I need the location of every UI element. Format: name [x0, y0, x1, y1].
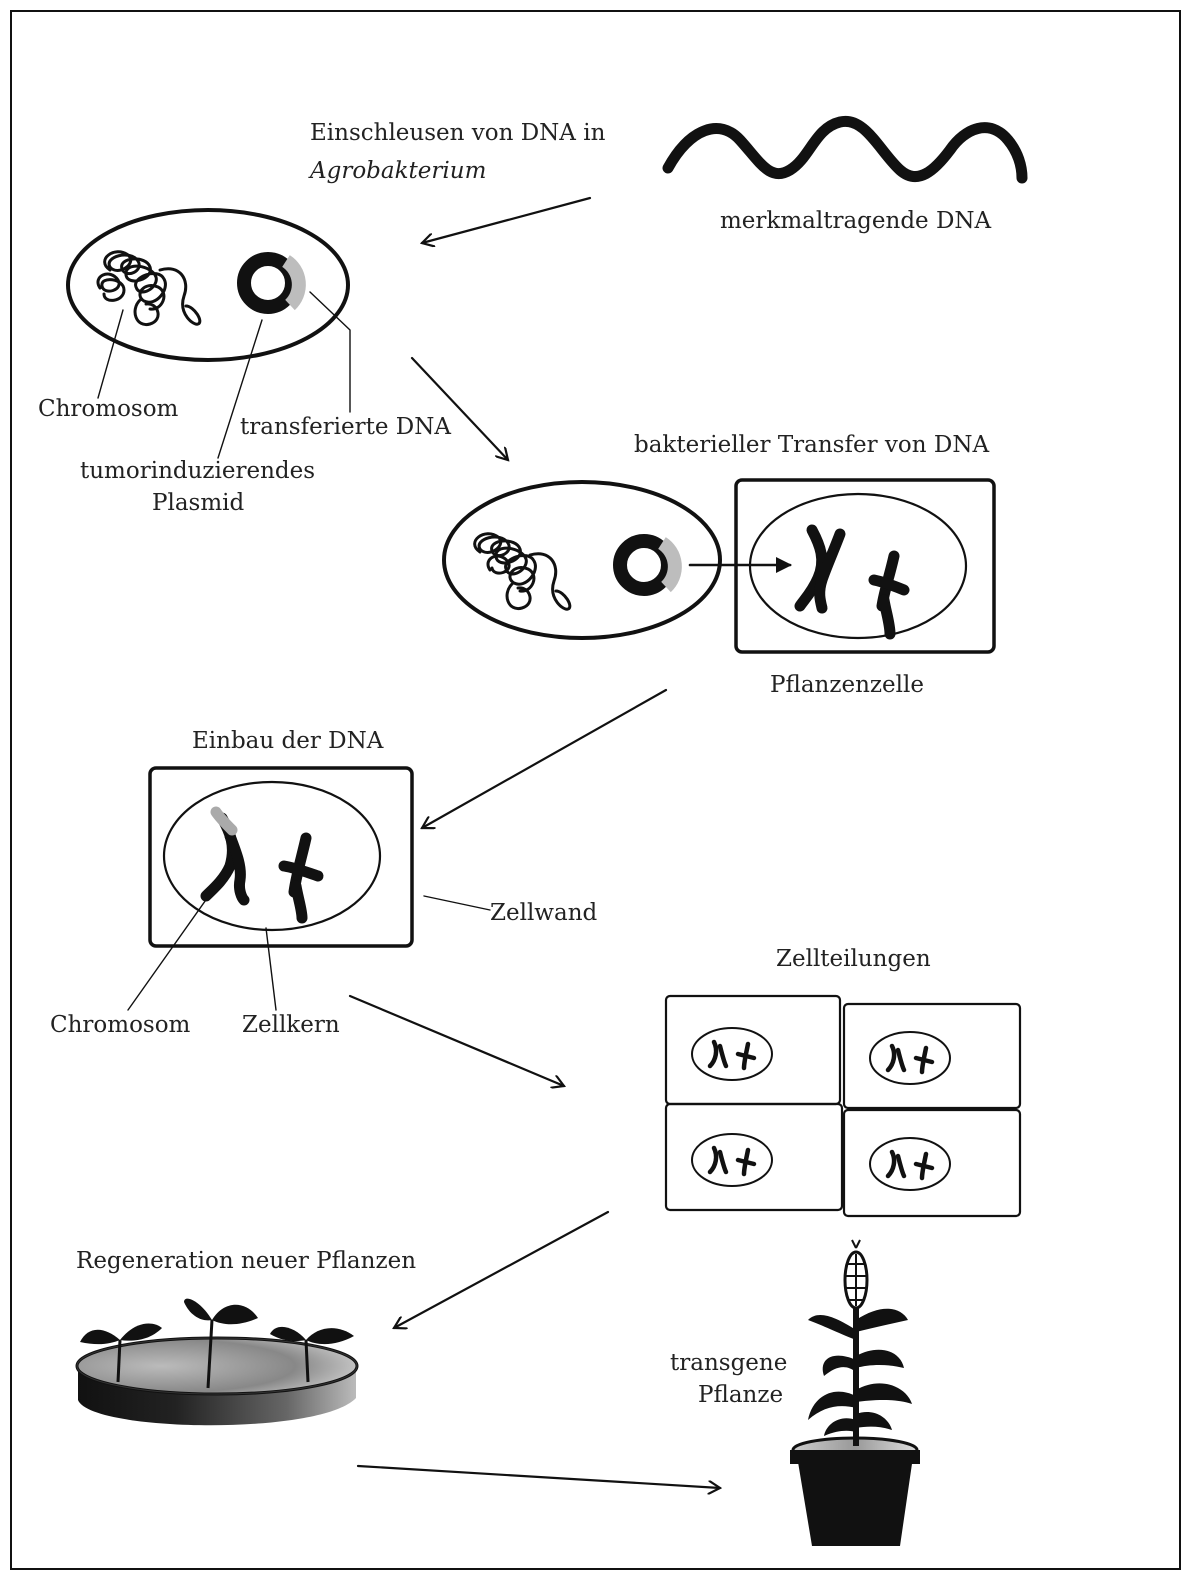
cell-wall-label: Zellwand: [490, 900, 598, 926]
ti-plasmid: [237, 252, 306, 314]
agrobacterium-transfer: [442, 480, 722, 640]
arrow-to-divisions: [348, 994, 564, 1086]
transgenic-corn-plant: [790, 1239, 920, 1546]
transgenic-label-line2: Pflanze: [698, 1382, 783, 1408]
trait-dna-label: merkmaltragende DNA: [720, 208, 992, 234]
arrow-to-integration: [422, 688, 668, 828]
transgenic-label-line1: transgene: [670, 1350, 787, 1376]
divided-cell-nucleus: [869, 1137, 951, 1191]
plant-cell-label: Pflanzenzelle: [770, 672, 924, 698]
arrow-to-regeneration: [394, 1210, 610, 1328]
bacterial-transfer-label: bakterieller Transfer von DNA: [634, 432, 989, 458]
arrow-to-transfer: [410, 356, 508, 460]
cell-divisions-label: Zellteilungen: [776, 946, 931, 972]
nucleus-label: Zellkern: [242, 1012, 340, 1038]
insert-dna-label-line1: Einschleusen von DNA in: [310, 120, 606, 146]
divided-cell-nucleus: [691, 1027, 773, 1081]
agrobacterium: [66, 208, 350, 362]
divided-cell-nucleus: [691, 1133, 773, 1187]
bacterial-chromosome: [96, 250, 202, 327]
divided-cells: [664, 994, 1022, 1218]
arrow-to-transgenic: [356, 1464, 720, 1488]
plant-chromosome-label: Chromosom: [50, 1012, 191, 1038]
bacterial-chromosome-label: Chromosom: [38, 396, 179, 422]
plasmid-label-line1: tumorinduzierendes: [80, 458, 315, 484]
petri-dish-seedlings: [75, 1298, 359, 1426]
insert-dna-label-line2: Agrobakterium: [308, 158, 486, 184]
trait-dna-wave: [662, 115, 1028, 184]
plasmid-label-line2: Plasmid: [152, 490, 245, 516]
integration-label: Einbau der DNA: [192, 728, 384, 754]
plant-cell-integration: [148, 766, 414, 948]
divided-cell-nucleus: [869, 1031, 951, 1085]
transferred-dna-label: transferierte DNA: [240, 414, 451, 440]
arrow-dna-to-bacterium: [422, 196, 592, 243]
regeneration-label: Regeneration neuer Pflanzen: [76, 1248, 416, 1274]
